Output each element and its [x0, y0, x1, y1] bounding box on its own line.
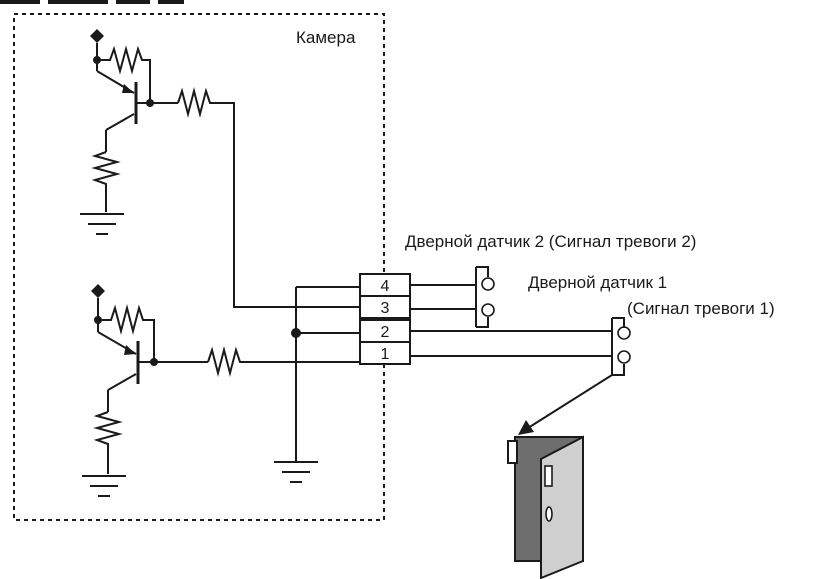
door-window [544, 465, 553, 487]
upper-transistor-stage [80, 29, 360, 308]
sensor-2-label: Дверной датчик 2 (Сигнал тревоги 2) [405, 232, 696, 251]
resistor-lower-bias [98, 304, 155, 362]
sensor-to-door-arrow [518, 374, 613, 435]
common-ground-bus [274, 286, 360, 483]
lower-transistor-stage [82, 284, 360, 497]
resistor-upper-bias [97, 45, 151, 103]
terminal-1-label: 1 [381, 346, 390, 363]
junction-lower-emitter [94, 316, 102, 324]
resistor-lower-ground [93, 411, 123, 474]
terminal-3 [359, 295, 411, 319]
terminal-2-label: 2 [381, 324, 390, 341]
camera-boundary [13, 13, 385, 521]
camera-label: Камера [296, 28, 356, 47]
junction-ground-bus [291, 328, 301, 338]
resistor-upper-series [177, 87, 360, 308]
terminal-1 [359, 341, 411, 365]
sensor-2-contact-bottom [481, 303, 495, 317]
junction-upper-emitter [93, 56, 101, 64]
sensor-2-contact-top [481, 277, 495, 291]
ground-symbol-bus [274, 461, 318, 483]
sensor-1-contact-top [617, 326, 631, 340]
junction-lower-base [150, 358, 158, 366]
ground-symbol-lower [82, 475, 126, 497]
door-handle [545, 506, 553, 522]
terminal-block: 4 3 2 1 [359, 273, 411, 365]
junction-upper-base [146, 99, 154, 107]
supply-diamond-upper [90, 29, 104, 43]
sensor-1-label-line1: Дверной датчик 1 [528, 273, 667, 292]
sensor-1-contact-bottom [617, 350, 631, 364]
door-hinge [507, 440, 518, 464]
terminal-3-label: 3 [381, 300, 390, 317]
ground-symbol-upper [80, 213, 124, 235]
door-sensor-2 [410, 266, 495, 328]
sensor-1-label-line2: (Сигнал тревоги 1) [627, 299, 775, 318]
terminal-4-label: 4 [381, 278, 390, 295]
resistor-upper-ground [91, 151, 121, 212]
supply-diamond-lower [91, 284, 105, 298]
resistor-lower-series [207, 346, 360, 377]
door-sensor-1 [410, 317, 631, 376]
cropped-header [0, 0, 184, 4]
door-icon [507, 435, 584, 579]
